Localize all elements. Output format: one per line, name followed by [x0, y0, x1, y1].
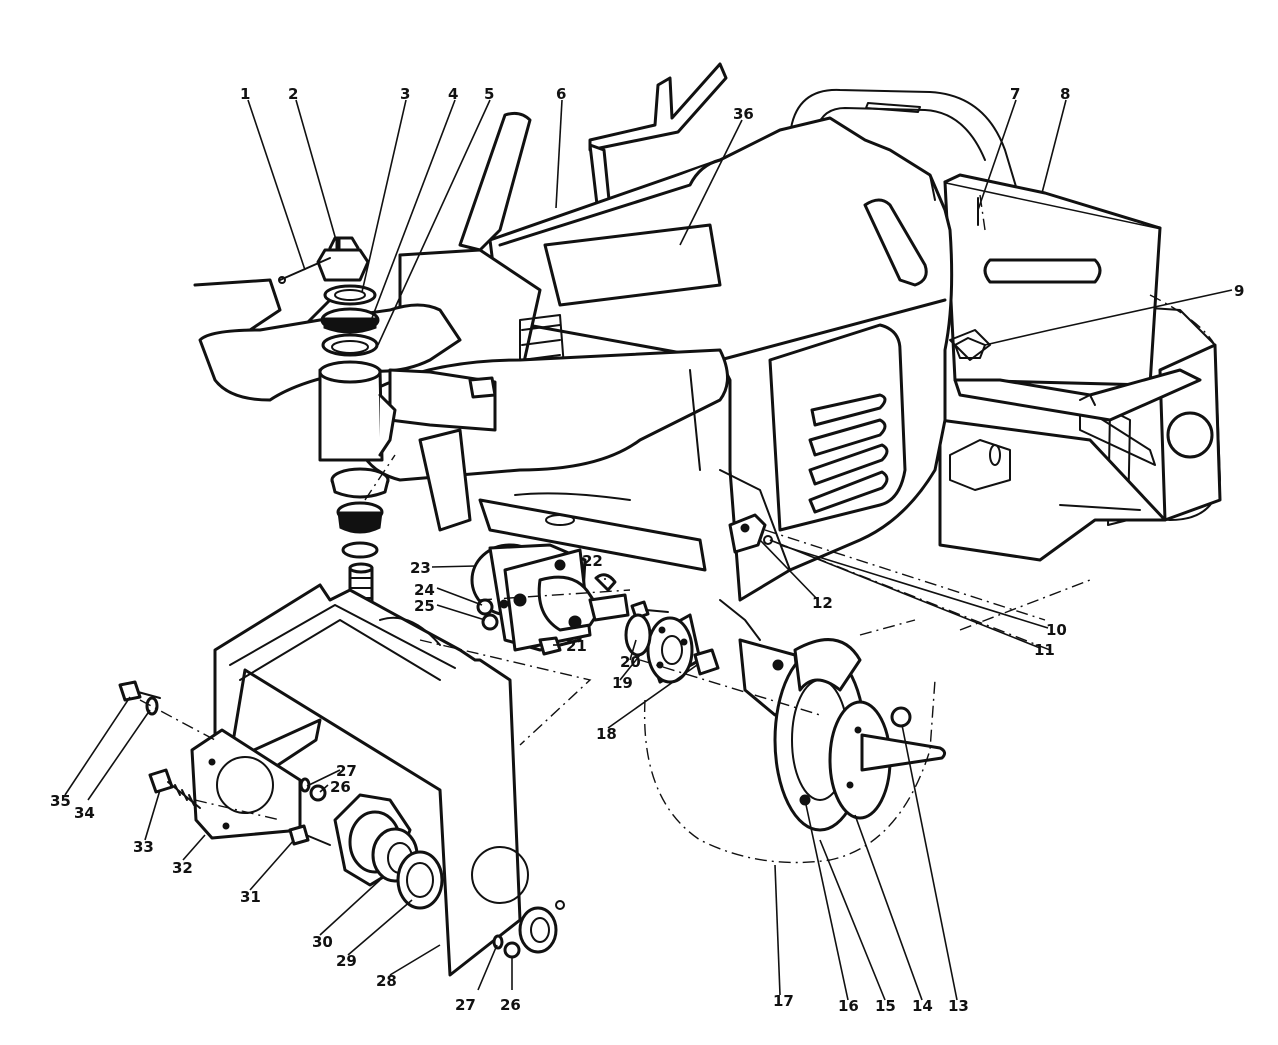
front-bumper-tube [193, 278, 729, 572]
callout-24: 24 [414, 581, 435, 599]
callout-7: 7 [1010, 85, 1020, 103]
callout-2: 2 [288, 85, 298, 103]
fittings-24-25 [476, 598, 509, 631]
rear-frame-right [938, 305, 1222, 562]
washer-top [323, 284, 377, 306]
callout-23: 23 [410, 559, 431, 577]
callout-27-lower: 27 [455, 996, 476, 1014]
callout-6: 6 [556, 85, 566, 103]
callout-27-upper: 27 [336, 762, 357, 780]
steering-column [318, 360, 397, 462]
callout-3: 3 [400, 85, 410, 103]
bearing-bottom [336, 501, 384, 534]
callout-16: 16 [838, 997, 859, 1015]
collar-20 [624, 613, 652, 657]
leader-lines [64, 99, 1233, 1001]
callout-19: 19 [612, 674, 633, 692]
callout-34: 34 [74, 804, 95, 822]
callout-28: 28 [376, 972, 397, 990]
callout-33: 33 [133, 838, 154, 856]
race-top [321, 333, 379, 357]
callout-18: 18 [596, 725, 617, 743]
nut-21 [538, 636, 562, 656]
callout-15: 15 [875, 997, 896, 1015]
callout-9: 9 [1234, 282, 1244, 300]
bolt-31 [288, 824, 331, 846]
bracket-12 [728, 513, 773, 554]
callout-31: 31 [240, 888, 261, 906]
callout-30: 30 [312, 933, 333, 951]
callout-22: 22 [582, 552, 603, 570]
nut-26-lower [503, 941, 521, 959]
gasket-plate [190, 728, 302, 840]
flange-ring [396, 850, 444, 910]
bolt-long [148, 768, 201, 809]
bolt-short [118, 680, 161, 702]
callout-14: 14 [912, 997, 933, 1015]
key-22 [594, 573, 617, 592]
callout-11: 11 [1034, 641, 1055, 659]
nut-18 [693, 648, 720, 676]
callout-20: 20 [620, 653, 641, 671]
callout-13: 13 [948, 997, 969, 1015]
callout-4: 4 [448, 85, 458, 103]
callout-1: 1 [240, 85, 250, 103]
washer-27-lower [492, 934, 504, 950]
gearbox-housing [470, 543, 630, 652]
callout-10: 10 [1046, 621, 1067, 639]
callout-12: 12 [812, 594, 833, 612]
flange-19 [643, 613, 702, 684]
nut-26-upper [309, 784, 327, 802]
callout-26-upper: 26 [330, 778, 351, 796]
race-bottom [330, 467, 390, 499]
callout-35: 35 [50, 792, 71, 810]
callout-25: 25 [414, 597, 435, 615]
axle-shaft-13 [860, 706, 947, 772]
callout-26-lower: 26 [500, 996, 521, 1014]
seal-15 [793, 638, 862, 692]
bearing-top [320, 307, 380, 334]
callout-36: 36 [733, 105, 754, 123]
callout-8: 8 [1060, 85, 1070, 103]
seal-lower [518, 900, 565, 954]
callout-21: 21 [566, 637, 587, 655]
seat-pan [943, 173, 1202, 422]
callout-32: 32 [172, 859, 193, 877]
clip-9 [949, 329, 991, 361]
washer-bottom [341, 541, 379, 559]
hub-flange-14 [828, 700, 892, 820]
flange-bearing [333, 793, 419, 887]
callout-5: 5 [484, 85, 494, 103]
callout-labels: 1 2 3 4 5 6 36 7 8 9 10 11 12 13 14 15 1… [50, 85, 1244, 1015]
callout-29: 29 [336, 952, 357, 970]
callout-17: 17 [773, 992, 794, 1010]
